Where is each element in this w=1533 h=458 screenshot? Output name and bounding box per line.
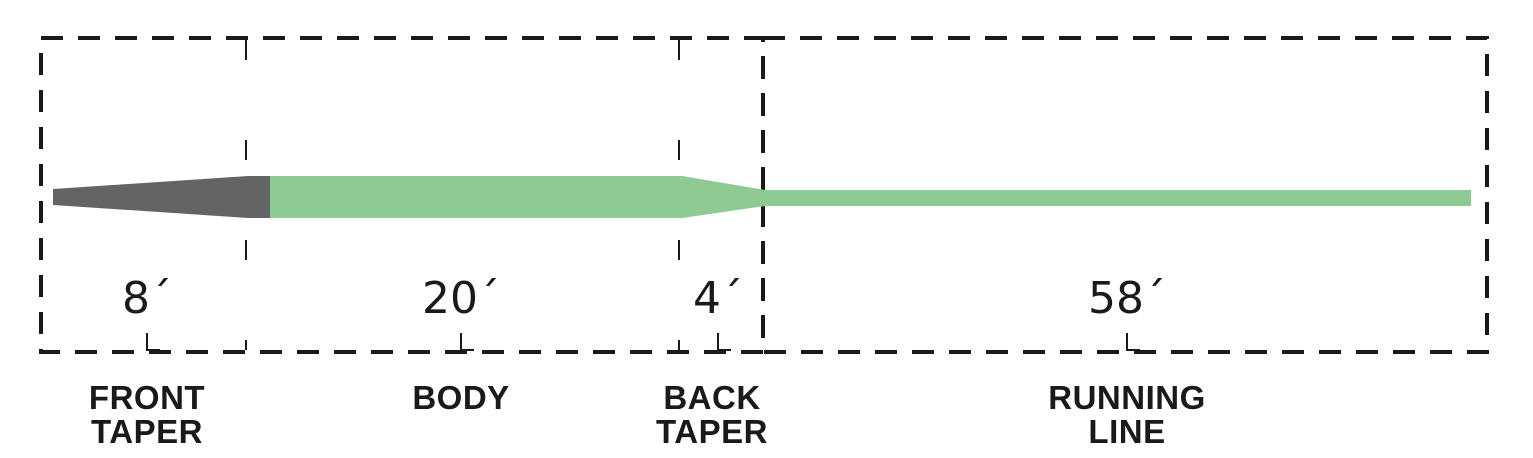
front-taper-label-line-2: TAPER bbox=[91, 413, 203, 450]
body-label: BODY bbox=[412, 379, 509, 416]
body-length: 20´ bbox=[422, 273, 500, 324]
tick-back-taper bbox=[717, 333, 731, 351]
back-taper-length: 4´ bbox=[693, 273, 743, 324]
front-taper-label-line-1: FRONT bbox=[89, 379, 205, 416]
tick-body bbox=[460, 333, 474, 351]
body-and-running-line-segment bbox=[270, 176, 1471, 218]
front-taper-segment bbox=[53, 176, 270, 218]
tick-front-taper bbox=[146, 333, 160, 351]
front-taper-length: 8´ bbox=[122, 273, 172, 324]
running-line-label-line-1: RUNNING bbox=[1048, 379, 1206, 416]
running-line-length: 58´ bbox=[1088, 273, 1166, 324]
back-taper-label-line-2: TAPER bbox=[656, 413, 768, 450]
back-taper-label-line-1: BACK bbox=[663, 379, 760, 416]
tick-running-line bbox=[1126, 333, 1140, 351]
running-line-label-line-2: LINE bbox=[1088, 413, 1165, 450]
